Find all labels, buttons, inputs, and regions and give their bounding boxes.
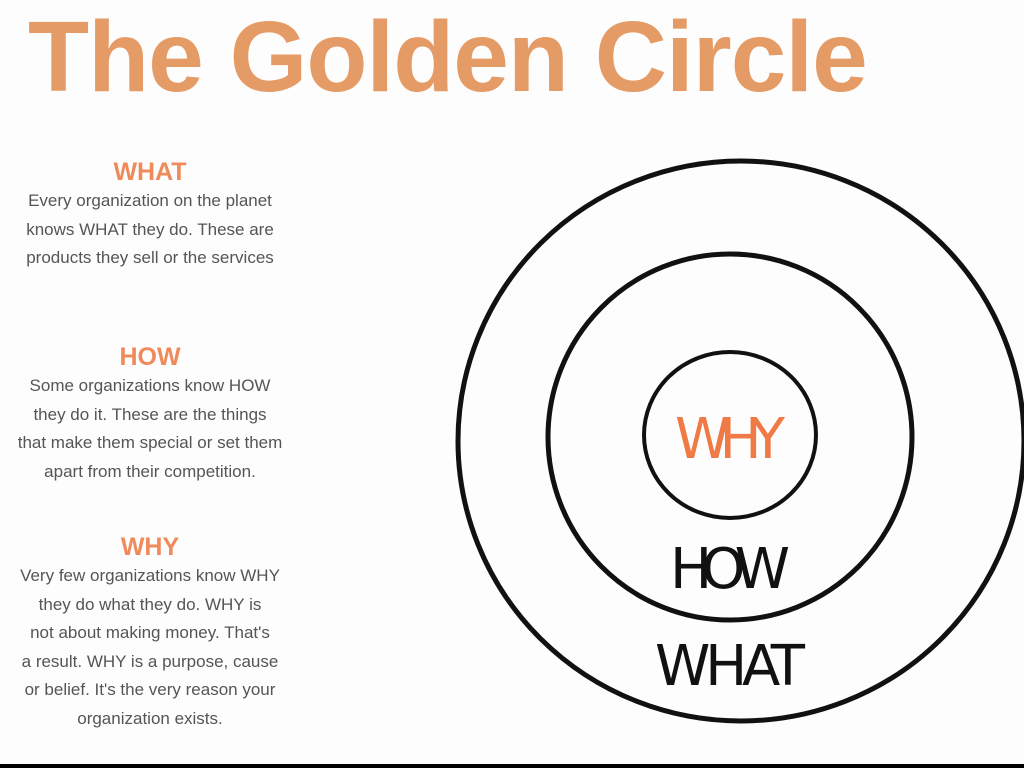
section-line: a result. WHY is a purpose, cause [21, 651, 279, 671]
inner-circle [642, 350, 818, 520]
section-line: they do what they do. WHY is [38, 594, 262, 614]
section-heading: WHAT [113, 158, 187, 186]
bottom-border [0, 764, 1024, 768]
label-what: WHAT [655, 634, 806, 699]
section-line: that make them special or set them [17, 433, 283, 452]
section-how: HOW Some organizations know HOW they do … [0, 342, 310, 486]
section-heading: HOW [119, 343, 181, 371]
section-line: they do it. These are the things [33, 404, 267, 424]
section-line: knows WHAT they do. These are [26, 219, 274, 239]
section-heading: WHY [120, 533, 180, 561]
section-what: WHAT Every organization on the planet kn… [0, 157, 310, 273]
label-how: HOW [670, 537, 790, 602]
section-line: products they sell or the services [26, 248, 274, 267]
section-line: apart from their competition. [44, 461, 256, 481]
middle-circle [545, 251, 915, 623]
section-line: not about making money. That's [30, 623, 270, 642]
section-line: Some organizations know HOW [29, 376, 271, 395]
outer-circle [455, 158, 1024, 724]
section-line: Every organization on the planet [28, 191, 272, 210]
section-line: Very few organizations know WHY [20, 566, 280, 585]
label-why: WHY [675, 407, 786, 472]
section-line: or belief. It's the very reason your [24, 680, 276, 699]
section-why: WHY Very few organizations know WHY they… [0, 532, 310, 733]
section-line: organization exists. [77, 708, 223, 728]
page-title: The Golden Circle [28, 1, 868, 113]
